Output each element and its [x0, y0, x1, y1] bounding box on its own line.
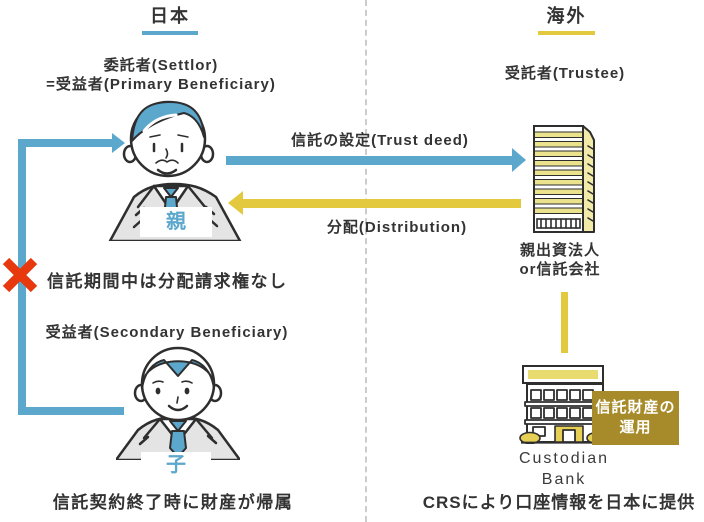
- distribution-arrow-head: [228, 191, 243, 215]
- custodian-bank-line1: Custodian: [518, 450, 610, 467]
- red-x-no-claim-icon: [2, 257, 38, 293]
- trustee-company-label: 親出資法人 or信託会社: [410, 241, 704, 279]
- trust-deed-arrow-head: [512, 148, 526, 172]
- trustee-company-line2: or信託会社: [519, 261, 601, 278]
- distribution-label: 分配(Distribution): [326, 219, 468, 236]
- overseas-region-header: 海外: [538, 2, 595, 35]
- child-tag: 子: [141, 452, 211, 479]
- custodian-bank-label: Custodian Bank: [414, 448, 704, 490]
- badge-line2: 運用: [619, 419, 652, 436]
- secondary-beneficiary-title: 受益者(Secondary Beneficiary): [45, 324, 289, 341]
- settlor-title: 委託者(Settlor) =受益者(Primary Beneficiary): [11, 56, 311, 94]
- settlor-title-line2: =受益者(Primary Beneficiary): [46, 76, 276, 93]
- return-arrow-head: [112, 133, 125, 153]
- badge-line1: 信託財産の: [595, 399, 676, 416]
- return-arrow-top-segment: [18, 139, 112, 147]
- parent-tag: 親: [140, 207, 212, 237]
- distribution-arrow-shaft: [243, 199, 521, 208]
- japan-region-header: 日本: [142, 2, 198, 35]
- settlor-title-line1: 委託者(Settlor): [103, 57, 219, 74]
- office-tower-building-icon: [533, 125, 595, 233]
- restriction-note: 信託期間中は分配請求権なし: [47, 272, 288, 291]
- return-arrow-bottom-segment: [18, 407, 124, 415]
- trustee-company-line1: 親出資法人: [519, 242, 600, 259]
- custodian-bank-line2: Bank: [541, 471, 587, 488]
- trust-deed-arrow-shaft: [226, 156, 512, 165]
- tower-bank-connector: [561, 292, 568, 353]
- trustee-title: 受託者(Trustee): [504, 65, 626, 82]
- japan-overseas-divider: [365, 0, 367, 522]
- japan-bottom-note: 信託契約終了時に財産が帰属: [52, 493, 294, 512]
- trust-asset-management-badge: 信託財産の 運用: [592, 391, 679, 445]
- young-man-in-suit-icon: [116, 346, 240, 460]
- trust-deed-label: 信託の設定(Trust deed): [291, 132, 469, 149]
- overseas-bottom-note: CRSにより口座情報を日本に提供: [422, 493, 696, 512]
